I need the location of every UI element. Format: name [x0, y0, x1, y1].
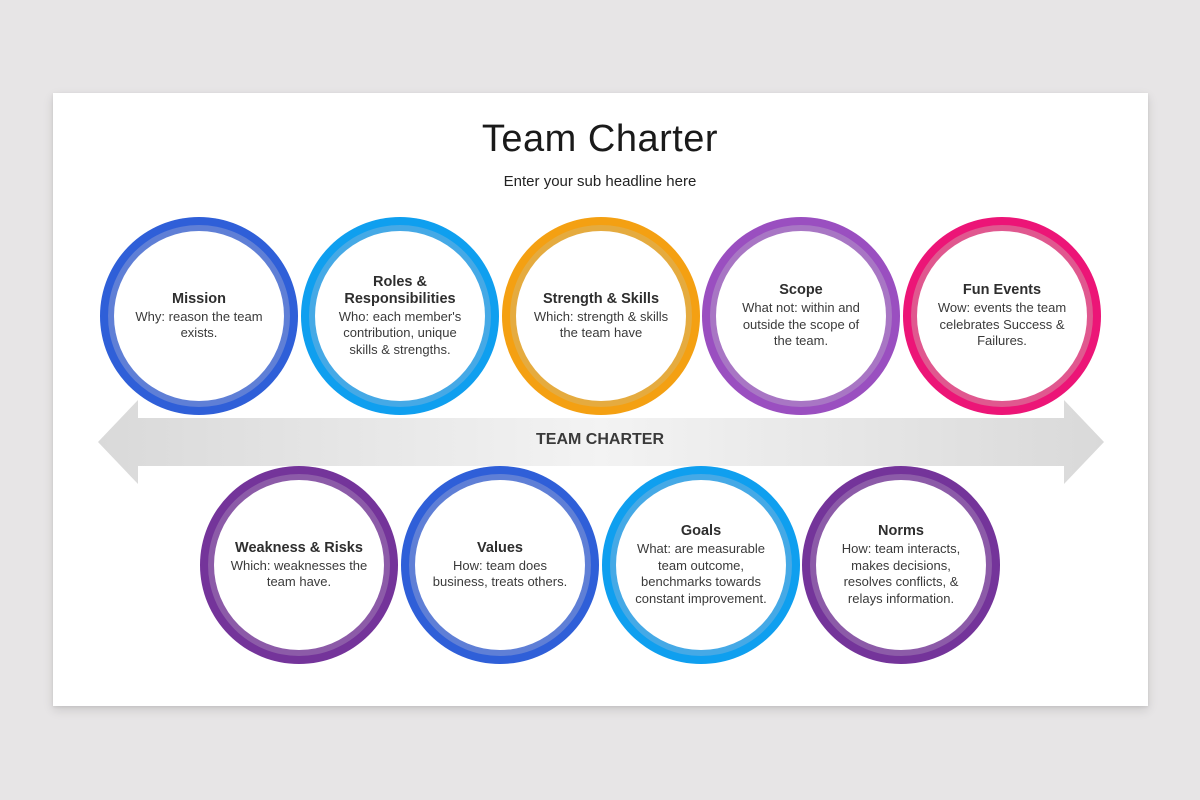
circle-title: Goals [680, 523, 722, 539]
circle-fun-events: Fun Events Wow: events the team celebrat… [903, 217, 1101, 415]
circle-weakness: Weakness & Risks Which: weaknesses the t… [200, 466, 398, 664]
circle-strength: Strength & Skills Which: strength & skil… [502, 217, 700, 415]
circle-title: Weakness & Risks [235, 539, 363, 556]
circle-description: Which: strength & skills the team have [533, 308, 669, 341]
page-title: Team Charter [481, 118, 719, 160]
arrow-label: TEAM CHARTER [536, 431, 664, 448]
circle-goals: Goals What: are measurable team outcome,… [602, 466, 800, 664]
circle-title: Norms [878, 523, 924, 539]
circle-description: How: team does business, treats others. [432, 557, 568, 590]
page-subtitle: Enter your sub headline here [503, 173, 697, 190]
circle-title: Strength & Skills [542, 290, 660, 307]
circle-title: Roles & Responsibilities [344, 273, 456, 307]
circle-description: What: are measurable team outcome, bench… [635, 541, 767, 606]
circle-description: Wow: events the team celebrates Success … [937, 300, 1067, 349]
circle-title: Values [477, 539, 523, 556]
circle-description: How: team interacts, makes decisions, re… [841, 541, 961, 606]
circle-description: Which: weaknesses the team have. [230, 557, 368, 590]
circle-scope: Scope What not: within and outside the s… [702, 217, 900, 415]
circle-mission: Mission Why: reason the team exists. [100, 217, 298, 415]
circle-title: Mission [172, 290, 226, 307]
circle-title: Scope [779, 282, 823, 299]
double-arrow-icon [98, 400, 1104, 484]
circle-title: Fun Events [962, 282, 1042, 299]
circle-values: Values How: team does business, treats o… [401, 466, 599, 664]
circle-description: Why: reason the team exists. [135, 308, 263, 341]
circle-description: Who: each member's contribution, unique … [338, 308, 462, 357]
circle-norms: Norms How: team interacts, makes decisio… [802, 466, 1000, 664]
circle-roles: Roles & Responsibilities Who: each membe… [301, 217, 499, 415]
circle-description: What not: within and outside the scope o… [742, 300, 860, 349]
